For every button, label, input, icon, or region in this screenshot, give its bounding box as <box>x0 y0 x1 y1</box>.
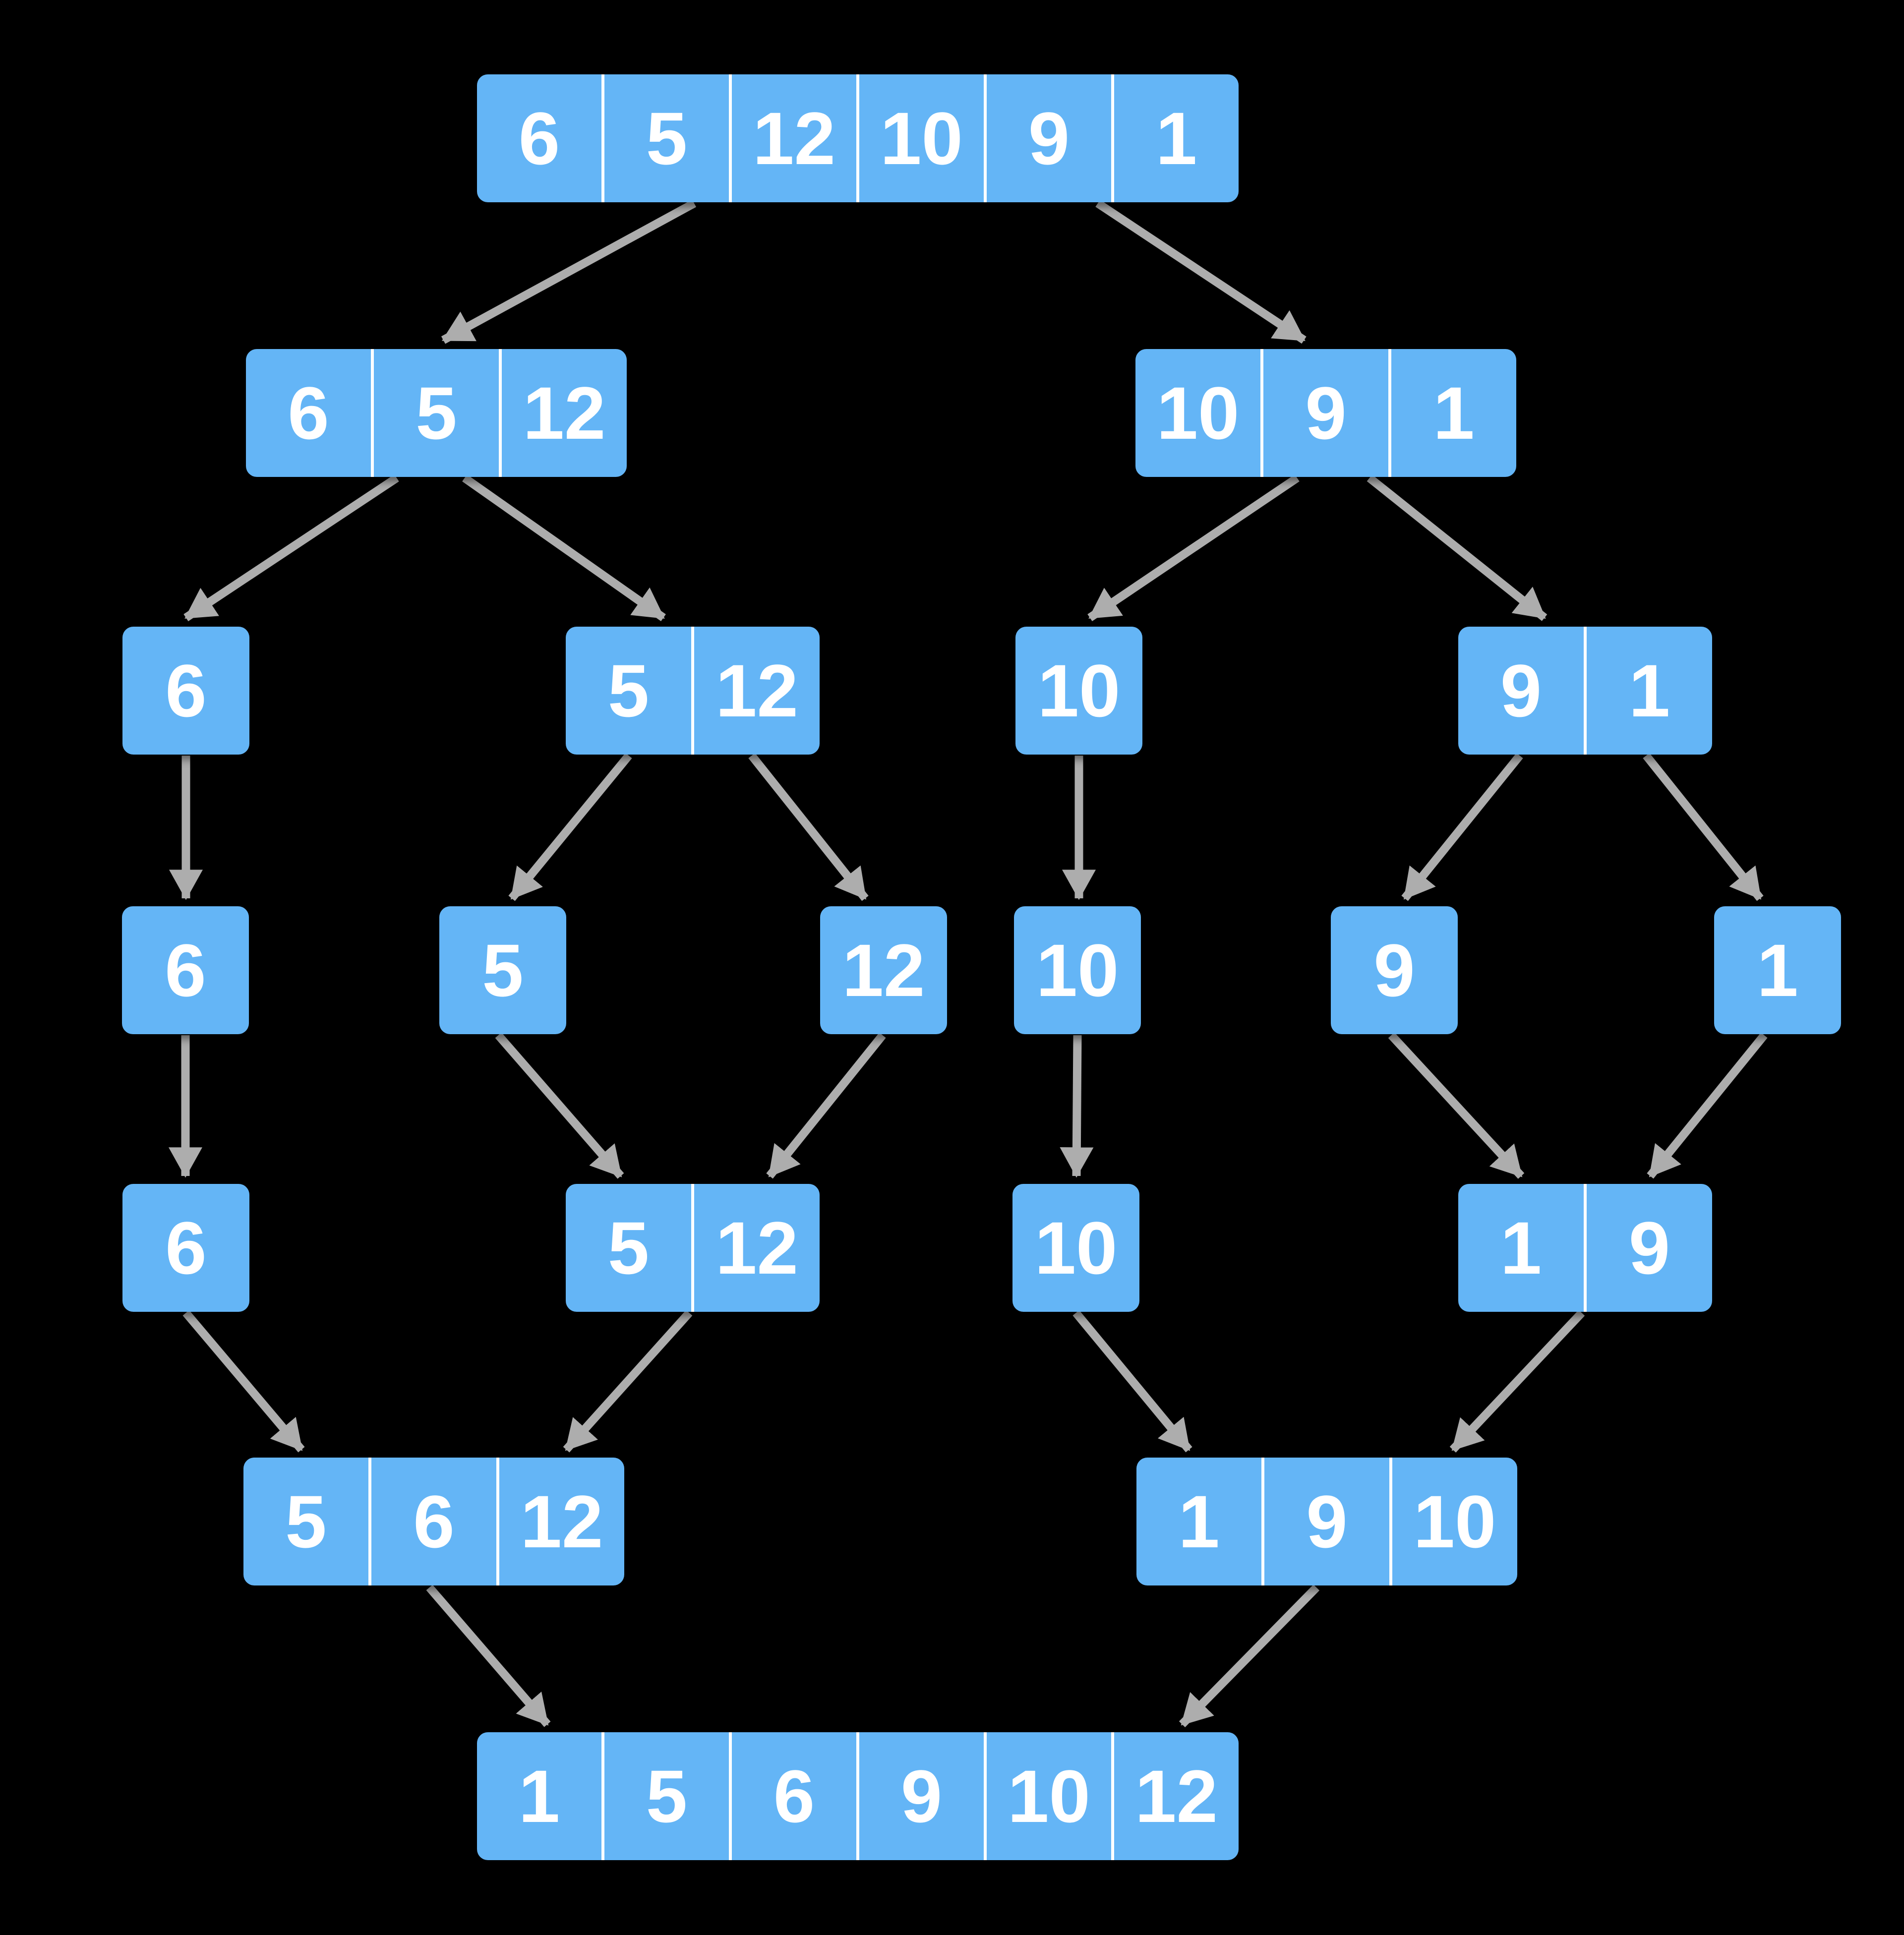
array-cell: 5 <box>607 649 650 732</box>
node-l7-sorted: 1 5 6 9 10 12 <box>477 1732 1239 1860</box>
arrow-l4-12-to-l5-merge <box>766 1032 886 1179</box>
array-cell: 12 <box>842 929 925 1012</box>
arrow-l5-6-to-l6-left <box>182 1310 305 1453</box>
array-cell: 9 <box>1373 929 1415 1012</box>
array-cell: 6 <box>165 1206 207 1290</box>
arrow-l4-9-to-l5-merge <box>1388 1032 1525 1179</box>
node-l3-9-1: 9 1 <box>1458 627 1712 755</box>
node-l6-1-9-10: 1 9 10 <box>1136 1458 1517 1585</box>
node-l4-10: 10 <box>1014 906 1141 1034</box>
array-cell: 9 <box>1584 1184 1712 1312</box>
array-cell: 12 <box>496 1458 624 1585</box>
array-cell: 12 <box>691 627 820 755</box>
array-cell: 5 <box>371 349 499 477</box>
node-l5-6: 6 <box>122 1184 249 1312</box>
array-cell: 6 <box>729 1732 856 1860</box>
arrow-l3-5-12-to-l4-12 <box>748 753 869 901</box>
node-l2-left: 6 5 12 <box>246 349 627 477</box>
arrow-l2right-to-l3-9-1 <box>1367 474 1547 621</box>
arrow-l5-5-12-to-l6-left <box>563 1310 693 1453</box>
node-l4-5: 5 <box>439 906 566 1034</box>
array-cell: 12 <box>691 1184 820 1312</box>
array-cell: 10 <box>1034 1206 1118 1290</box>
array-cell: 6 <box>368 1458 496 1585</box>
array-cell: 1 <box>1757 929 1798 1012</box>
array-cell: 9 <box>856 1732 984 1860</box>
node-l5-5-12: 5 12 <box>566 1184 820 1312</box>
array-cell: 9 <box>984 74 1111 202</box>
arrow-l1-to-l2-left <box>441 199 697 344</box>
arrow-l2left-to-l3-6 <box>183 474 399 622</box>
node-l4-12: 12 <box>820 906 947 1034</box>
array-cell: 6 <box>165 649 207 732</box>
array-cell: 10 <box>856 74 984 202</box>
arrow-l5-1-9-to-l6-right <box>1449 1310 1585 1453</box>
arrow-l3-9-1-to-l4-1 <box>1643 753 1764 901</box>
array-cell: 6 <box>165 929 206 1012</box>
node-l3-6: 6 <box>122 627 249 755</box>
node-l4-9: 9 <box>1331 906 1458 1034</box>
array-cell: 1 <box>518 1755 560 1838</box>
arrow-l4-10-to-l5-10 <box>1060 1035 1094 1178</box>
arrow-l6-right-to-sorted <box>1179 1584 1320 1727</box>
array-cell: 9 <box>1261 1458 1389 1585</box>
array-cell: 9 <box>1260 349 1388 477</box>
array-cell: 10 <box>984 1732 1111 1860</box>
array-cell: 6 <box>518 97 560 180</box>
array-cell: 12 <box>499 349 627 477</box>
array-cell: 1 <box>1178 1480 1220 1563</box>
node-l6-5-6-12: 5 6 12 <box>243 1458 624 1585</box>
arrow-l1-to-l2-right <box>1095 199 1307 344</box>
array-cell: 5 <box>601 1732 729 1860</box>
arrow-l3-9-1-to-l4-9 <box>1401 753 1523 901</box>
array-cell: 5 <box>285 1480 327 1563</box>
node-l5-1-9: 1 9 <box>1458 1184 1712 1312</box>
array-cell: 1 <box>1388 349 1516 477</box>
arrow-l4-1-to-l5-merge <box>1647 1032 1768 1179</box>
array-cell: 10 <box>1156 371 1240 455</box>
node-l4-1: 1 <box>1714 906 1841 1034</box>
array-cell: 1 <box>1111 74 1239 202</box>
node-l5-10: 10 <box>1012 1184 1139 1312</box>
array-cell: 9 <box>1500 649 1542 732</box>
arrow-l2right-to-l3-10 <box>1087 474 1300 622</box>
array-cell: 5 <box>601 74 729 202</box>
array-cell: 10 <box>1036 929 1119 1012</box>
array-cell: 10 <box>1389 1458 1517 1585</box>
node-l4-6: 6 <box>122 906 249 1034</box>
array-cell: 5 <box>482 929 524 1012</box>
node-l1-array: 6 5 12 10 9 1 <box>477 74 1239 202</box>
array-cell: 6 <box>288 371 329 455</box>
array-cell: 1 <box>1584 627 1712 755</box>
node-l2-right: 10 9 1 <box>1135 349 1516 477</box>
arrow-l3-5-12-to-l4-5 <box>508 753 632 901</box>
arrow-l6-left-to-sorted <box>426 1584 551 1727</box>
array-cell: 1 <box>1500 1206 1542 1290</box>
arrow-l5-10-to-l6-right <box>1072 1310 1192 1453</box>
arrow-l4-5-to-l5-merge <box>495 1032 624 1179</box>
array-cell: 5 <box>607 1206 650 1290</box>
array-cell: 12 <box>1111 1732 1239 1860</box>
array-cell: 10 <box>1037 649 1121 732</box>
array-cell: 12 <box>729 74 856 202</box>
node-l3-10: 10 <box>1015 627 1142 755</box>
node-l3-5-12: 5 12 <box>566 627 820 755</box>
arrow-l2left-to-l3-5-12 <box>462 474 666 621</box>
